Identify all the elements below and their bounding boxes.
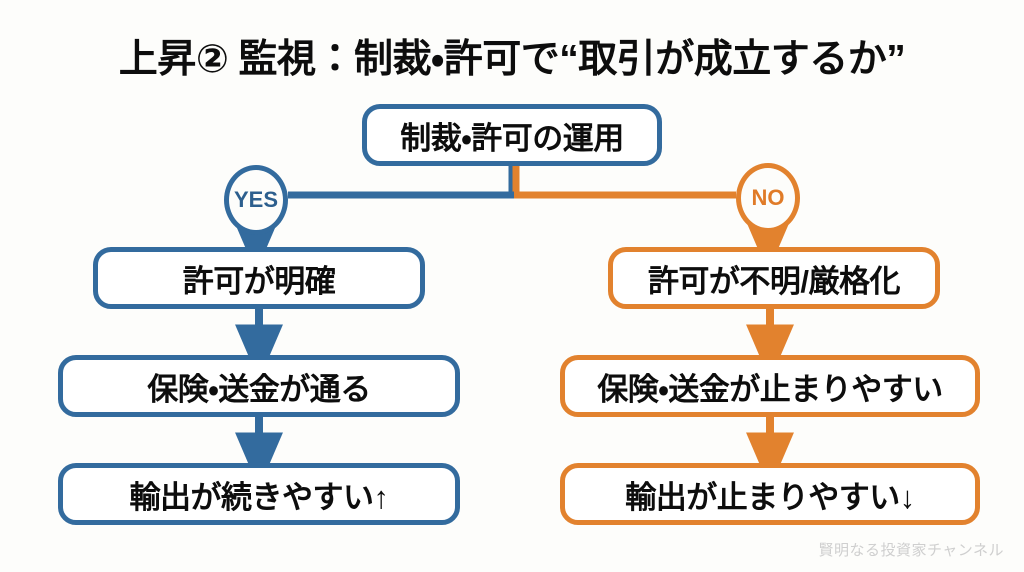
node-yes-step-1[interactable]: 許可が明確 bbox=[93, 247, 425, 309]
node-yes-step-2[interactable]: 保険・送金が通る bbox=[58, 355, 460, 417]
node-yes-step-3[interactable]: 輸出が続きやすい↑ bbox=[58, 463, 460, 525]
node-root[interactable]: 制裁・許可の運用 bbox=[362, 104, 662, 166]
decision-bubble-no[interactable]: NO bbox=[736, 163, 800, 233]
page-title: 上昇② 監視：制裁・許可で“取引が成立するか” bbox=[118, 38, 906, 81]
node-no-step-2[interactable]: 保険・送金が止まりやすい bbox=[560, 355, 980, 417]
node-no-step-3[interactable]: 輸出が止まりやすい↓ bbox=[560, 463, 980, 525]
node-no-step-1[interactable]: 許可が不明/厳格化 bbox=[608, 247, 940, 309]
decision-bubble-yes[interactable]: YES bbox=[224, 165, 288, 235]
channel-watermark: 賢明なる投資家チャンネル bbox=[818, 541, 1004, 559]
